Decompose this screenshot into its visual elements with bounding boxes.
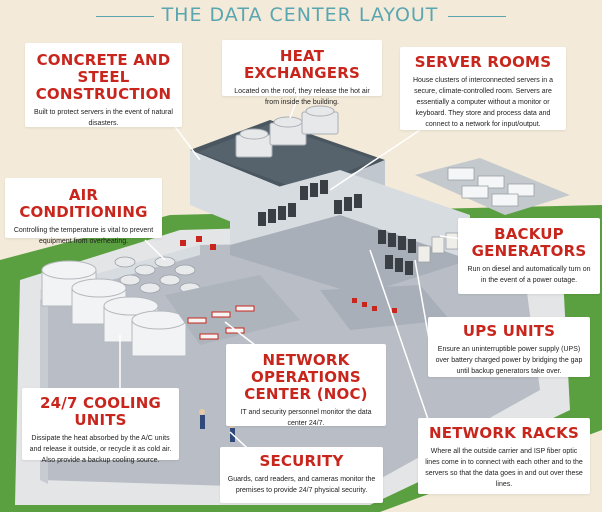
callout-concrete-steel: CONCRETE AND STEEL CONSTRUCTION Built to… (25, 43, 182, 127)
callout-air-conditioning-heading: AIR CONDITIONING (19, 186, 148, 221)
page-title: THE DATA CENTER LAYOUT (161, 4, 439, 26)
callout-air-conditioning: AIR CONDITIONING Controlling the tempera… (5, 178, 162, 245)
cooling-tanks (41, 260, 187, 357)
callout-noc-body: IT and security personnel monitor the da… (240, 409, 372, 427)
heat-exchanger-fans (235, 105, 339, 158)
network-rack-desks (352, 298, 397, 313)
callout-concrete-steel-heading: CONCRETE AND STEEL CONSTRUCTION (35, 51, 172, 103)
callout-network-racks-heading: NETWORK RACKS (429, 424, 579, 442)
callout-heat-exchangers: HEAT EXCHANGERS Located on the roof, the… (222, 40, 382, 106)
noc-room (165, 275, 300, 345)
callout-cooling-units-heading: 24/7 COOLING UNITS (40, 394, 161, 429)
callout-noc: NETWORK OPERATIONS CENTER (NOC) IT and s… (226, 344, 386, 427)
callout-cooling-units: 24/7 COOLING UNITS Dissipate the heat ab… (22, 388, 179, 464)
callout-backup-generators-heading: BACKUP GENERATORS (471, 225, 587, 260)
callout-air-conditioning-body: Controlling the temperature is vital to … (13, 227, 154, 245)
title-rule-right (448, 16, 506, 17)
callout-server-rooms-heading: SERVER ROOMS (414, 53, 552, 71)
network-rack-room (320, 285, 450, 330)
callout-network-racks-body: Where all the outside carrier and ISP fi… (425, 448, 583, 488)
callout-server-rooms-body: House clusters of interconnected servers… (412, 77, 554, 128)
callout-ups-units: UPS UNITS Ensure an uninterruptible powe… (428, 317, 590, 377)
callout-cooling-units-body: Dissipate the heat absorbed by the A/C u… (29, 435, 172, 464)
callout-heat-exchangers-heading: HEAT EXCHANGERS (244, 47, 360, 82)
callout-backup-generators-body: Run on diesel and automatically turn on … (467, 266, 591, 284)
callout-backup-generators: BACKUP GENERATORS Run on diesel and auto… (458, 218, 600, 294)
title-rule-left (96, 16, 154, 17)
server-room-walls (230, 170, 470, 260)
callout-concrete-steel-body: Built to protect servers in the event of… (34, 109, 173, 127)
leader-lines (119, 91, 471, 461)
callout-noc-heading: NETWORK OPERATIONS CENTER (NOC) (244, 351, 368, 403)
callout-security: SECURITY Guards, card readers, and camer… (220, 447, 383, 503)
callout-ups-units-heading: UPS UNITS (462, 322, 556, 340)
callout-heat-exchangers-body: Located on the roof, they release the ho… (234, 88, 370, 106)
callout-network-racks: NETWORK RACKS Where all the outside carr… (418, 418, 590, 494)
callout-security-body: Guards, card readers, and cameras monito… (227, 476, 376, 494)
ops-office (180, 236, 216, 250)
server-racks (258, 180, 416, 275)
backup-generators (447, 167, 535, 207)
ac-units (114, 256, 201, 294)
callout-security-heading: SECURITY (259, 452, 344, 470)
callout-server-rooms: SERVER ROOMS House clusters of interconn… (400, 47, 566, 130)
callout-ups-units-body: Ensure an uninterruptible power supply (… (435, 346, 583, 375)
